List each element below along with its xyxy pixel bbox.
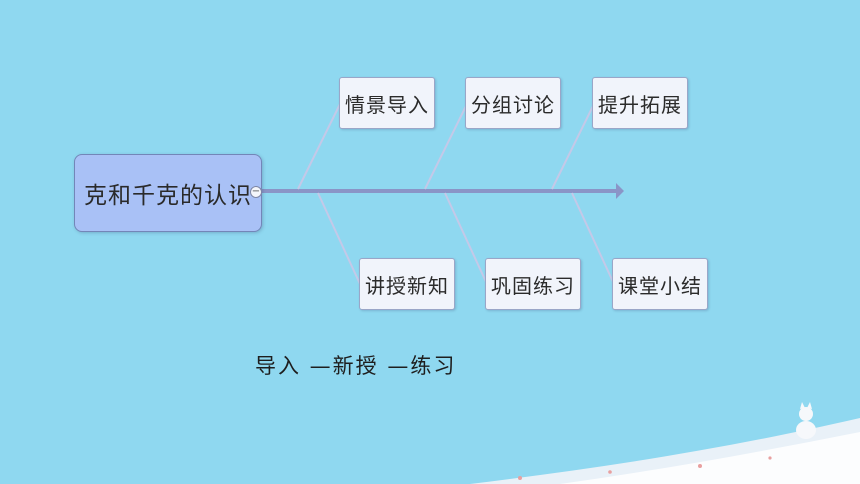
bone-bottom-1: [317, 192, 361, 285]
cat-figure-icon: [796, 402, 816, 439]
bone-top-2: [424, 103, 468, 190]
spine-arrow-head: [616, 183, 624, 199]
bone-top-1: [297, 103, 341, 190]
node-top-2[interactable]: 分组讨论: [465, 77, 561, 129]
bone-bottom-2: [444, 192, 488, 285]
bone-bottom-3: [571, 192, 615, 285]
collapse-toggle-icon[interactable]: −: [250, 186, 262, 198]
flow-caption: 导入 —新授 —练习: [255, 354, 457, 378]
root-node[interactable]: 克和千克的认识: [74, 154, 262, 232]
node-top-3[interactable]: 提升拓展: [592, 77, 688, 129]
node-top-1[interactable]: 情景导入: [339, 77, 435, 129]
node-bottom-2[interactable]: 巩固练习: [485, 258, 581, 310]
bone-top-3: [551, 103, 595, 190]
node-bottom-1[interactable]: 讲授新知: [359, 258, 455, 310]
node-bottom-3[interactable]: 课堂小结: [612, 258, 708, 310]
